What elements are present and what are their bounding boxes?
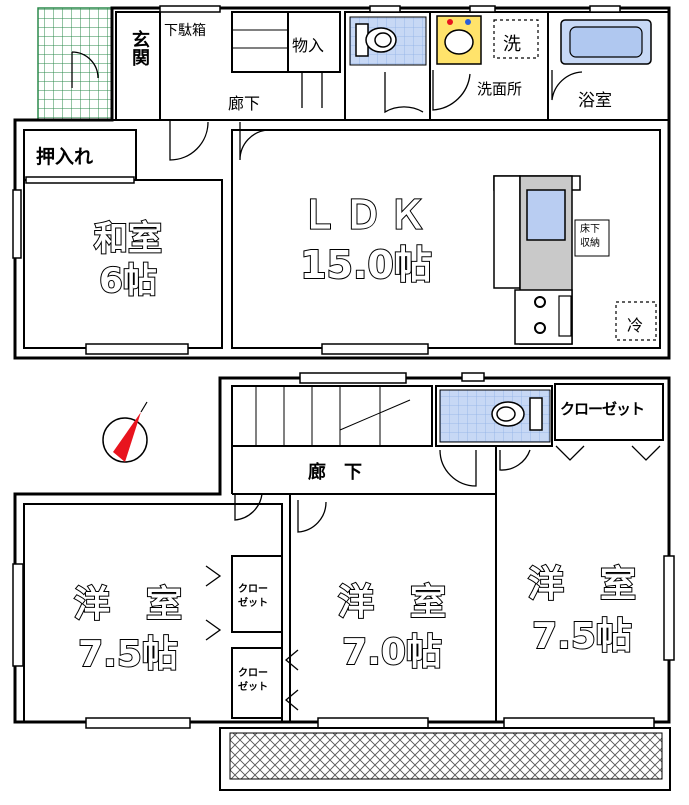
windows-floor1 <box>12 5 621 355</box>
japanese-room-name: 和室 <box>93 219 163 259</box>
door-swings-floor2 <box>205 445 661 711</box>
toilet-2f-icon <box>491 397 543 431</box>
room-mid-name: 洋 室 <box>337 582 447 623</box>
entrance-label: 玄関 <box>129 30 150 66</box>
door-swings-floor1 <box>71 51 583 161</box>
closet-small-a-label-2: ゼット <box>238 598 268 609</box>
washer-label: 洗 <box>503 34 521 55</box>
closet-small-b-label-2: ゼット <box>238 682 268 693</box>
fridge-label: 冷 <box>627 316 644 335</box>
ldk-size: 15.0帖 <box>299 243 433 287</box>
kitchen-counter <box>493 175 657 345</box>
ldk-name: ＬＤＫ <box>299 193 432 237</box>
floor-2 <box>12 372 675 791</box>
underfloor-storage-label-1: 床下 <box>580 224 600 235</box>
toilet-icon <box>355 23 397 57</box>
room-right-name: 洋 室 <box>527 564 637 605</box>
shoe-cabinet-label: 下駄箱 <box>164 23 206 39</box>
bathroom-label: 浴室 <box>578 91 612 111</box>
storage-label: 物入 <box>292 36 325 55</box>
washroom-label: 洗面所 <box>477 80 523 98</box>
japanese-room-size: 6帖 <box>98 261 158 301</box>
windows-floor2 <box>12 372 675 729</box>
hallway-label-1f: 廊下 <box>228 94 261 113</box>
closet-main-label: クローゼット <box>560 400 645 418</box>
room-left-size: 7.5帖 <box>77 634 179 675</box>
closet-small-a-label-1: クロー <box>238 584 268 595</box>
room-left-name: 洋 室 <box>73 584 183 625</box>
underfloor-storage-label-2: 収納 <box>580 238 600 249</box>
floor-1 <box>12 5 671 360</box>
room-right-size: 7.5帖 <box>531 616 633 657</box>
washer-space <box>493 19 539 59</box>
closet-small-b-label-1: クロー <box>238 668 268 679</box>
oshiire-label: 押入れ <box>36 146 94 168</box>
floor2-outer-wall <box>13 376 671 724</box>
room-mid-size: 7.0帖 <box>341 632 443 673</box>
hallway-label-2f: 廊 下 <box>308 462 362 483</box>
entrance-porch <box>37 7 117 121</box>
washbasin-icon <box>436 15 482 65</box>
compass-icon <box>102 401 148 463</box>
bathtub-icon <box>560 19 652 65</box>
